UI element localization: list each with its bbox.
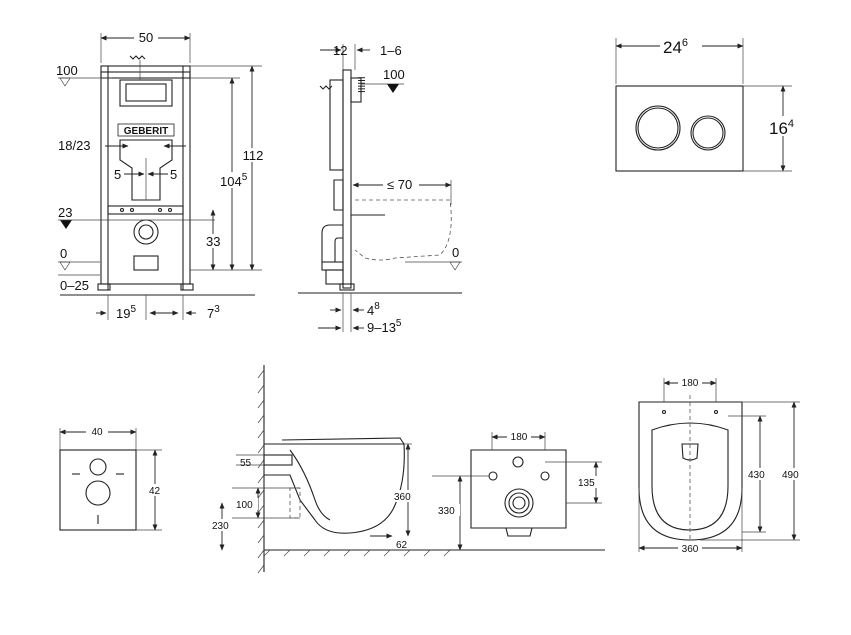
svg-text:9–135: 9–135 bbox=[367, 318, 402, 335]
mounting-plate-view: 40 42 bbox=[59, 425, 165, 531]
flush-plate bbox=[615, 85, 744, 172]
frame-side-view: 12 1–6 IIIIII 100 ≤ 70 0 bbox=[298, 43, 462, 335]
side-depth-range-label: 1–6 bbox=[380, 43, 402, 58]
bowl-top-shape bbox=[638, 401, 743, 541]
cistern-opening bbox=[119, 79, 173, 107]
frame-front-view: 50 GEBERIT 100 23 bbox=[56, 30, 266, 321]
drain-outlet bbox=[133, 219, 159, 245]
frame-outline bbox=[100, 65, 191, 285]
side-foot-depth-sup: 8 bbox=[374, 301, 380, 312]
svg-text:73: 73 bbox=[207, 304, 220, 321]
svg-text:246: 246 bbox=[663, 37, 688, 57]
back-mount-height-label: 330 bbox=[438, 506, 455, 517]
bowl-inlet-height-label: 55 bbox=[240, 458, 252, 469]
side-frame-post bbox=[342, 69, 352, 289]
floor-range-label: 0–25 bbox=[60, 278, 89, 293]
top-total-length-label: 490 bbox=[782, 470, 799, 481]
flush-button-large bbox=[635, 105, 681, 151]
inlet-spacing-label: 18/23 bbox=[58, 138, 91, 153]
mounting-plate bbox=[59, 449, 137, 531]
foot-left-sup: 5 bbox=[130, 304, 136, 315]
total-height-label: 112 bbox=[243, 148, 264, 163]
top-width-label: 360 bbox=[682, 544, 699, 555]
side-foot-depth-label: 4 bbox=[367, 303, 374, 318]
mount-width-label: 40 bbox=[91, 427, 103, 438]
level-top-label: 100 bbox=[56, 63, 78, 78]
side-cistern bbox=[329, 79, 344, 171]
plate-height-sup: 4 bbox=[788, 118, 794, 130]
back-outlet bbox=[504, 488, 534, 518]
bowl-top-view: 180 430 490 360 bbox=[638, 376, 804, 555]
cistern-body bbox=[119, 139, 173, 201]
bowl-height-label: 360 bbox=[394, 492, 411, 503]
frame-height-sup: 5 bbox=[242, 172, 248, 183]
frame-width-label: 50 bbox=[139, 30, 153, 45]
level-valve-label: 23 bbox=[58, 205, 72, 220]
bowl-back-shape bbox=[470, 449, 567, 529]
side-drain-pipe bbox=[321, 224, 343, 263]
foot-right-label: 7 bbox=[207, 306, 214, 321]
side-depth-top-label: 12 bbox=[333, 43, 347, 58]
top-bolt-spacing-label: 180 bbox=[682, 378, 699, 389]
foot-left-label: 19 bbox=[116, 306, 130, 321]
bowl-side-shape bbox=[264, 443, 405, 534]
svg-text:48: 48 bbox=[367, 301, 380, 318]
bowl-floor-gap-label: 62 bbox=[396, 540, 408, 551]
frame-height-label: 104 bbox=[220, 174, 242, 189]
svg-text:1045: 1045 bbox=[220, 172, 248, 189]
offset-left-label: 5 bbox=[114, 167, 121, 182]
mount-height-label: 42 bbox=[149, 486, 161, 497]
bowl-outlet-size-label: 100 bbox=[236, 500, 253, 511]
bowl-side-view: 55 100 230 360 62 bbox=[210, 365, 470, 574]
foot-right-sup: 3 bbox=[214, 304, 220, 315]
back-bolt-height-label: 135 bbox=[578, 478, 595, 489]
flush-plate-view: 246 164 bbox=[615, 36, 804, 172]
bowl-back-view: 180 135 330 bbox=[430, 430, 605, 551]
brand-label: GEBERIT bbox=[124, 126, 168, 137]
back-bolt-spacing-label: 180 bbox=[511, 432, 528, 443]
side-bowl-outline bbox=[354, 199, 452, 261]
plate-width-sup: 6 bbox=[682, 37, 688, 49]
level-floor-label: 0 bbox=[60, 246, 67, 261]
side-foot-range-sup: 5 bbox=[396, 318, 402, 329]
svg-text:164: 164 bbox=[769, 118, 794, 138]
outlet-height-label: 33 bbox=[206, 234, 220, 249]
plate-width-label: 24 bbox=[663, 38, 682, 57]
plate-height-label: 16 bbox=[769, 119, 788, 138]
side-foot-range-label: 9–13 bbox=[367, 320, 396, 335]
bowl-outlet-height-label: 230 bbox=[212, 521, 229, 532]
offset-right-label: 5 bbox=[170, 167, 177, 182]
side-level-top-label: 100 bbox=[383, 67, 405, 82]
side-reach-label: ≤ 70 bbox=[387, 177, 412, 192]
top-inner-length-label: 430 bbox=[748, 470, 765, 481]
flush-button-small bbox=[690, 115, 726, 151]
side-level-floor-label: 0 bbox=[452, 245, 459, 260]
side-plate-label: IIIIII bbox=[357, 76, 368, 93]
water-supply-icon bbox=[129, 55, 146, 60]
svg-text:195: 195 bbox=[116, 304, 136, 321]
